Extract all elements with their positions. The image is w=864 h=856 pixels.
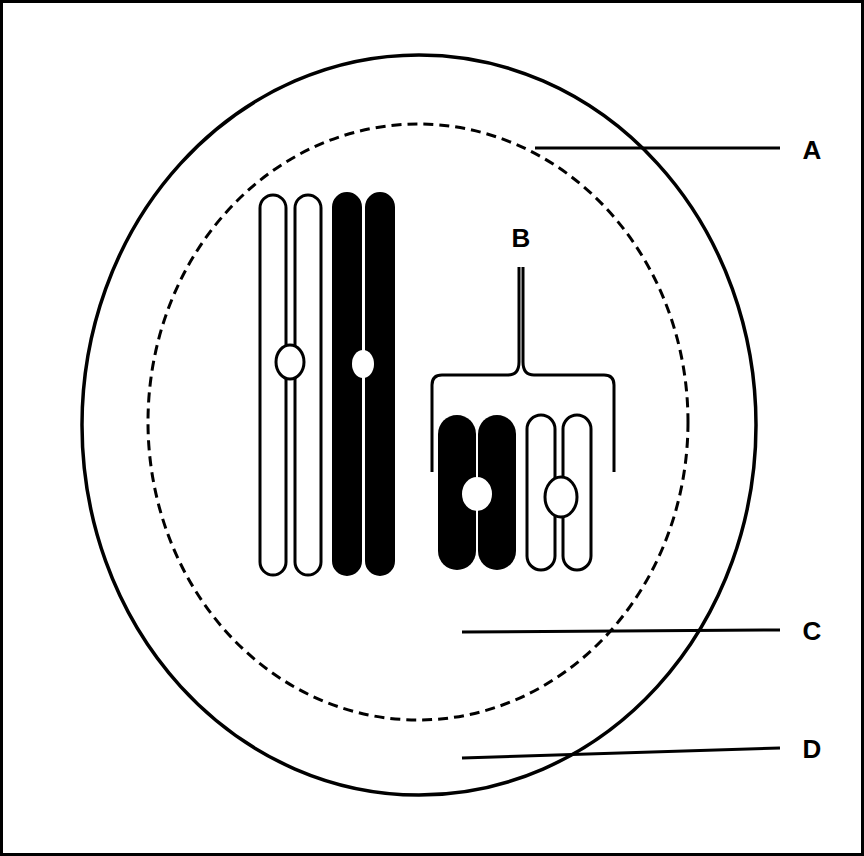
leader-line: [535, 147, 780, 150]
centromere: [352, 350, 374, 378]
part-label: D: [803, 736, 822, 762]
chromatid: [366, 193, 394, 575]
centromere: [276, 345, 304, 379]
bracket: [432, 267, 614, 472]
chromatid: [260, 195, 286, 575]
leader-line: [462, 748, 780, 758]
centromere: [545, 477, 577, 517]
centromere: [462, 477, 492, 511]
leader-line: [462, 630, 780, 632]
chromatid: [295, 195, 321, 575]
part-label: C: [803, 618, 822, 644]
part-label: A: [803, 137, 822, 163]
chromatid: [333, 193, 361, 575]
part-label: B: [512, 225, 531, 251]
cell-membrane: [82, 55, 756, 795]
